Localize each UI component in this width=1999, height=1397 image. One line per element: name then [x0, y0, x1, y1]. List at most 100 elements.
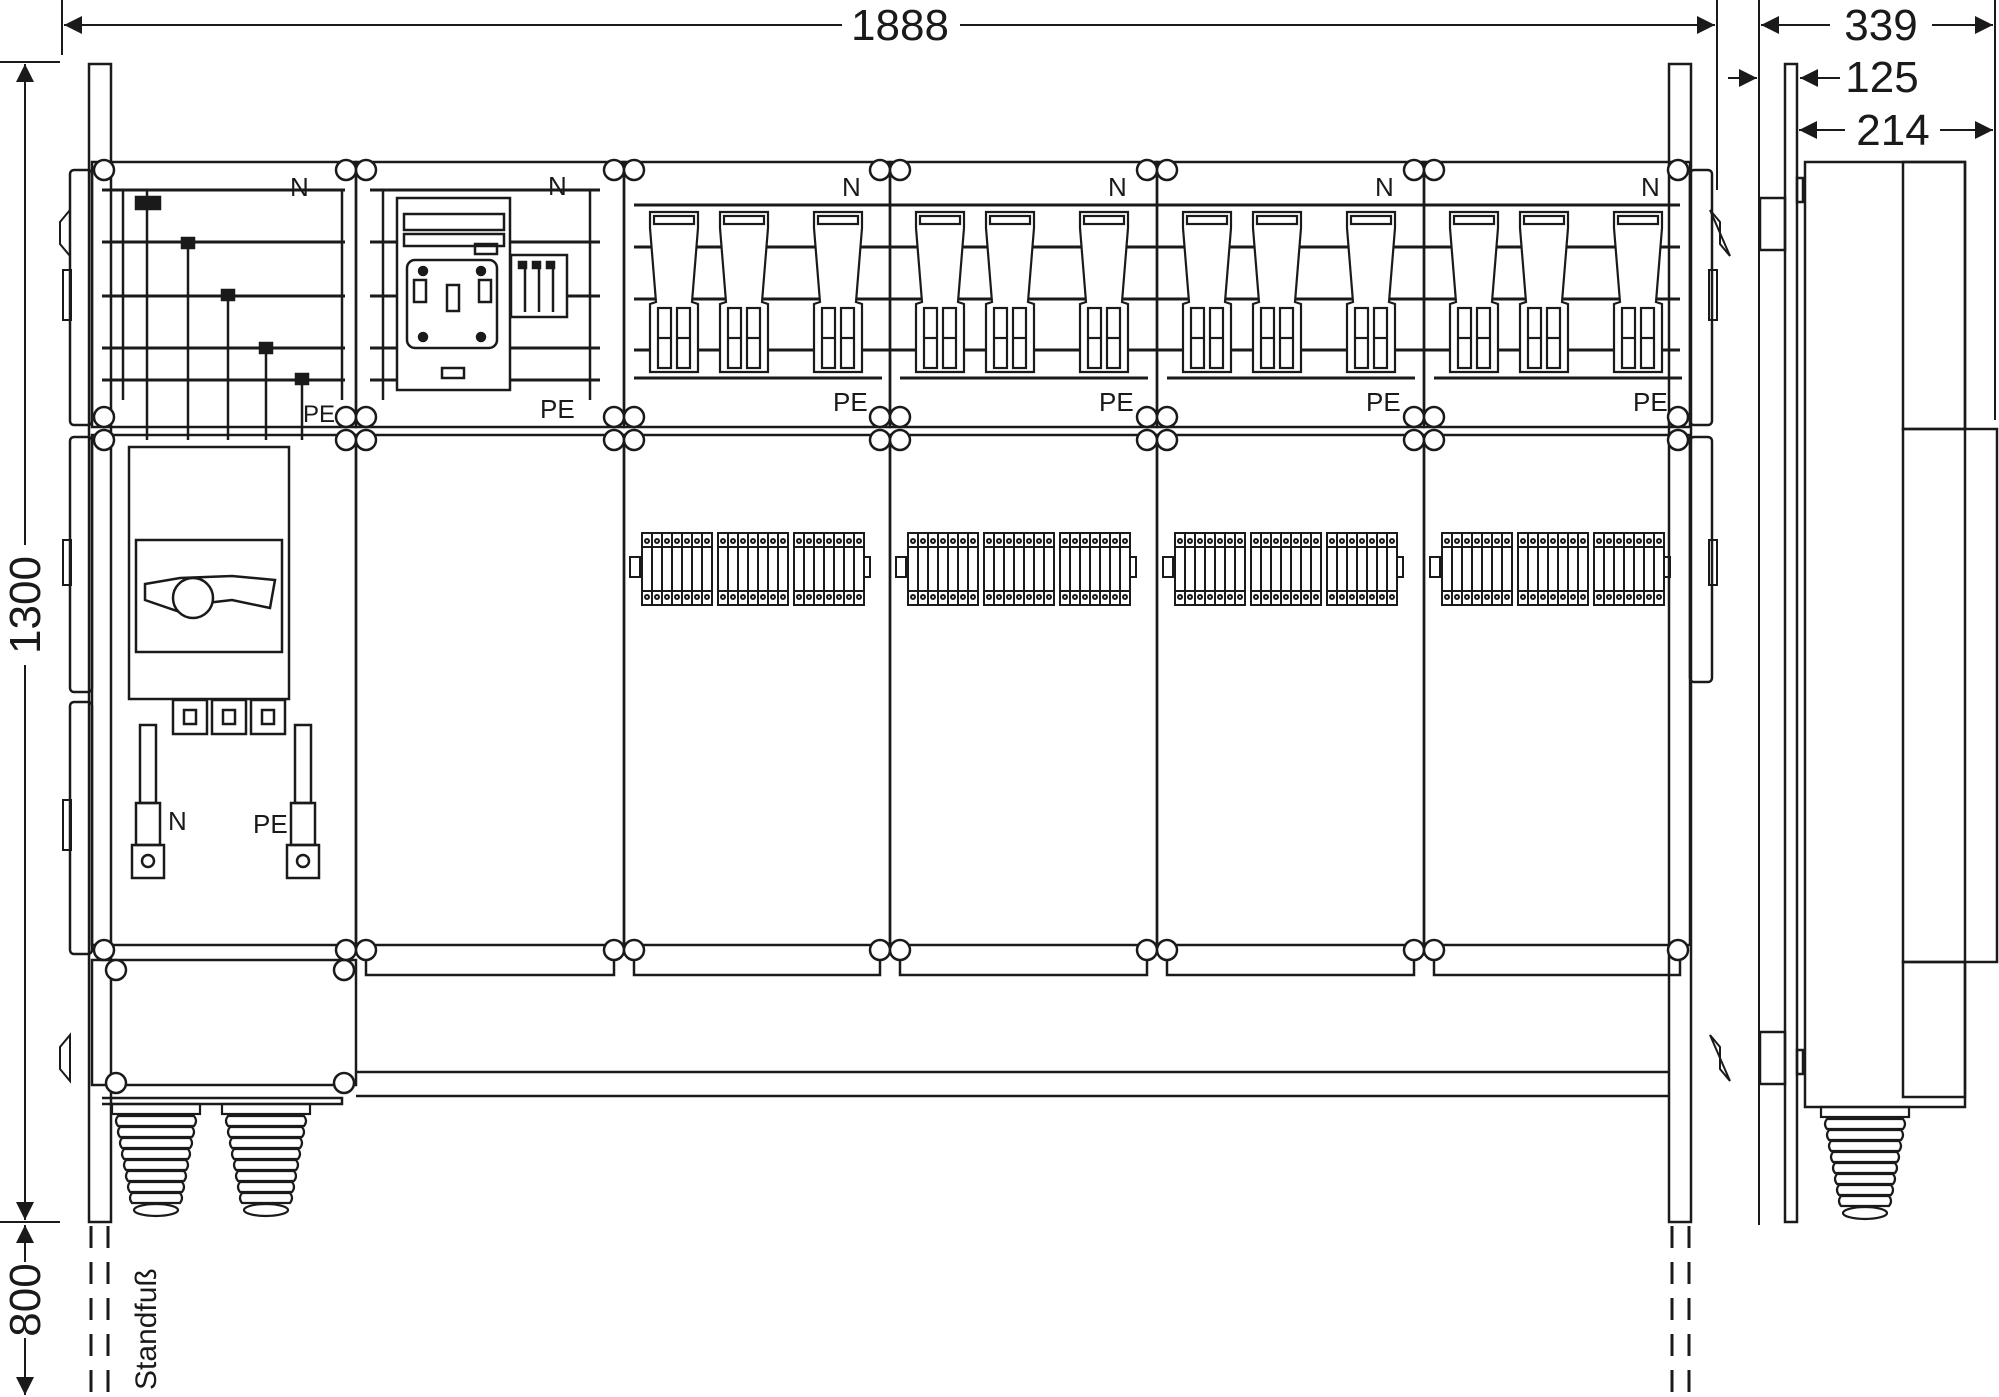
mounting-screw: [602, 405, 646, 429]
panel-hinge: [898, 955, 1149, 977]
mounting-screw: [1135, 938, 1179, 962]
terminal-group: [1326, 532, 1398, 606]
side-cable-gland: [1819, 1105, 1911, 1221]
panel-hinge: [1165, 955, 1416, 977]
mounting-screw: [1135, 405, 1179, 429]
gland-plate-box: [90, 958, 358, 1087]
circuit-breaker: [718, 210, 770, 374]
breaker-groups: [648, 210, 1664, 374]
circuit-breaker: [1181, 210, 1233, 374]
terminal-end-stop: [895, 556, 907, 578]
mounting-screw: [104, 958, 128, 982]
terminal-group: [1441, 532, 1513, 606]
mounting-screw: [868, 405, 912, 429]
mounting-screw: [602, 938, 646, 962]
pe-label: PE: [540, 394, 575, 424]
mounting-screw: [1666, 938, 1690, 962]
mounting-screw: [1135, 158, 1179, 182]
neutral-label: N: [290, 172, 309, 202]
pe-label: PE: [1099, 387, 1134, 417]
terminal-group: [641, 532, 713, 606]
width-dimension-label: 1888: [851, 1, 949, 50]
pe-label: PE: [303, 401, 335, 428]
cable-gland: [220, 1102, 312, 1218]
mounting-screw: [1666, 158, 1690, 182]
left-side-cover: [68, 435, 94, 694]
main-busbar-panel: [121, 190, 344, 440]
right-side-cover: [1688, 168, 1714, 427]
mounting-screw: [104, 1071, 128, 1095]
mounting-screw: [1402, 405, 1446, 429]
mounting-screw: [602, 158, 646, 182]
circuit-breaker: [984, 210, 1036, 374]
cable-gland: [110, 1102, 202, 1218]
mounting-screw: [332, 958, 356, 982]
mounting-screw: [868, 158, 912, 182]
mounting-screw: [334, 938, 378, 962]
terminal-group: [717, 532, 789, 606]
mounting-screw: [92, 405, 116, 429]
fuse-switch-panel: [381, 190, 592, 400]
mounting-screw: [1666, 428, 1690, 452]
circuit-breaker: [1251, 210, 1303, 374]
terminal-blocks: [629, 532, 1671, 606]
panel-hinge: [1432, 955, 1682, 977]
circuit-breaker: [914, 210, 966, 374]
terminal-group: [907, 532, 979, 606]
middle-panel: [1422, 433, 1692, 947]
mounting-screw: [1402, 158, 1446, 182]
busbar-lines: [102, 188, 1682, 382]
mounting-screws: [92, 158, 1690, 1095]
foot-rails: [89, 1226, 1691, 1397]
neutral-label: N: [1108, 172, 1127, 202]
mounting-screw: [1402, 938, 1446, 962]
middle-panel: [354, 433, 626, 947]
middle-panel: [1155, 433, 1426, 947]
mounting-screw: [92, 938, 116, 962]
circuit-breaker: [1518, 210, 1570, 374]
panel-frames: [68, 160, 1714, 1087]
side-depth-a-label: 125: [1845, 53, 1918, 102]
terminal-end-stop: [1162, 556, 1174, 578]
mounting-screw: [1135, 428, 1179, 452]
pe-label: PE: [1366, 387, 1401, 417]
side-depth-total-label: 339: [1844, 1, 1917, 50]
terminal-end-stop: [629, 556, 641, 578]
cable-gland: [1819, 1105, 1911, 1221]
terminal-group: [1174, 532, 1246, 606]
pe-label: PE: [1633, 387, 1668, 417]
mounting-screw: [92, 428, 116, 452]
terminal-group: [983, 532, 1055, 606]
circuit-breaker: [812, 210, 864, 374]
mounting-screw: [868, 428, 912, 452]
terminal-group: [1250, 532, 1322, 606]
middle-panel: [622, 433, 892, 947]
circuit-breaker: [1345, 210, 1397, 374]
terminal-end-stop: [1429, 556, 1441, 578]
neutral-label: N: [842, 172, 861, 202]
pe-label: PE: [833, 387, 868, 417]
terminal-group: [793, 532, 865, 606]
cable-glands: [110, 1102, 312, 1218]
side-view: [1758, 62, 1999, 1224]
neutral-label: N: [168, 806, 187, 836]
mounting-screw: [334, 405, 378, 429]
foot-height-label: 800: [1, 1263, 50, 1336]
neutral-label: N: [1641, 172, 1660, 202]
side-depth-b-label: 214: [1856, 106, 1929, 155]
mounting-screw: [92, 158, 116, 182]
mounting-screw: [332, 1071, 356, 1095]
mounting-screw: [334, 428, 378, 452]
terminal-group: [1593, 532, 1665, 606]
terminal-group: [1517, 532, 1589, 606]
main-disconnect-switch: [127, 445, 321, 880]
middle-panel: [888, 433, 1159, 947]
left-side-cover: [68, 168, 94, 427]
mounting-screw: [868, 938, 912, 962]
terminal-group: [1059, 532, 1131, 606]
mounting-screw: [1666, 405, 1690, 429]
panel-hinge: [364, 955, 616, 977]
neutral-label: N: [548, 171, 567, 201]
